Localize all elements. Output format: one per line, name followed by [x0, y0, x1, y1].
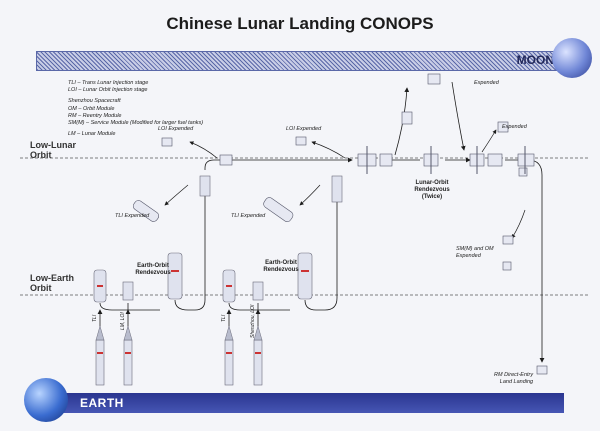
moon-label: MOON — [516, 53, 554, 67]
smm-om-expended: SM(M) and OM Expended — [456, 246, 494, 259]
earth-globe-icon — [24, 378, 68, 422]
loi-expended-2: LOI Expended — [286, 126, 322, 132]
legend-item: LM – Lunar Module — [68, 131, 116, 138]
expended-right: Expended — [502, 124, 527, 130]
legend-item: RM – Reentry Module — [68, 112, 122, 119]
loi-expended-1: LOI Expended — [158, 126, 194, 132]
eor-1-label: Earth-Orbit Rendezvous — [135, 263, 171, 276]
diagram-title: Chinese Lunar Landing CONOPS — [166, 14, 434, 33]
legend-item: LOI – Lunar Orbit Injection stage — [68, 87, 148, 94]
rm-landing-label: RM Direct-Entry Land Landing — [494, 372, 534, 385]
launch-label-tli-1: TLI — [92, 314, 98, 322]
legend-item: Shenzhou Spacecraft — [68, 98, 121, 105]
eor-2-label: Earth-Orbit Rendezvous — [263, 260, 299, 273]
low-lunar-orbit-label: Low-Lunar Orbit — [30, 140, 76, 160]
legend-item: OM – Orbit Module — [68, 105, 115, 112]
low-earth-orbit-label: Low-Earth Orbit — [30, 273, 74, 293]
legend-item: TLI – Trans Lunar Injection stage — [68, 80, 149, 86]
earth-label: EARTH — [80, 396, 124, 410]
launch-label-lm-loi: LM, LOI — [120, 312, 126, 330]
lor-label: Lunar-Orbit Rendezvous (Twice) — [414, 180, 450, 200]
launch-label-tli-2: TLI — [221, 314, 227, 322]
tli-expended-2: TLI Expended — [231, 213, 266, 219]
launch-label-shenzhou-loi: Shenzhou, LOI — [250, 304, 256, 338]
legend-item: SM(M) – Service Module (Modified for lar… — [68, 120, 204, 127]
tli-expended-1: TLI Expended — [115, 213, 150, 219]
earth-band — [60, 393, 564, 413]
moon-globe-icon — [552, 38, 592, 78]
expended-top: Expended — [474, 80, 499, 86]
legend: TLI – Trans Lunar Injection stage LOI – … — [68, 80, 203, 138]
